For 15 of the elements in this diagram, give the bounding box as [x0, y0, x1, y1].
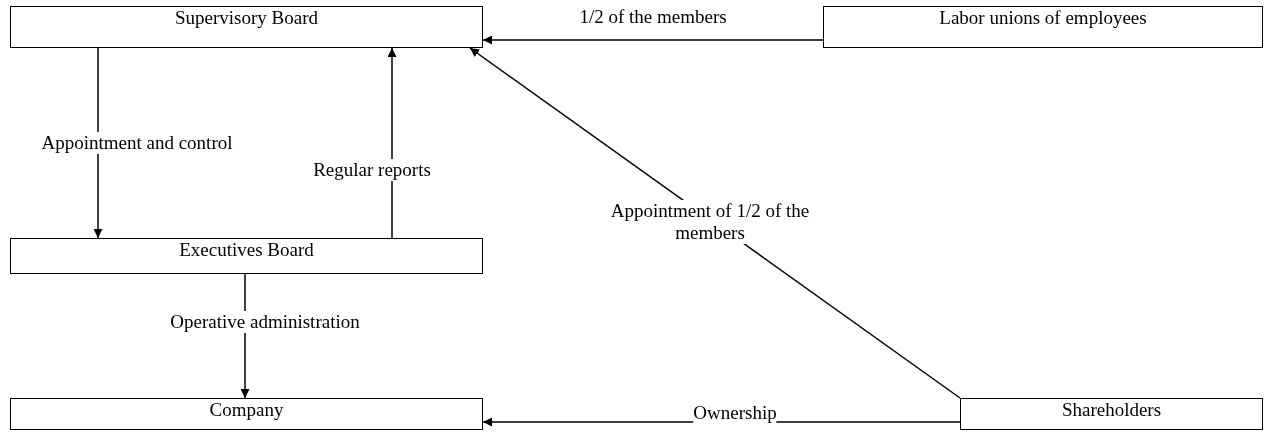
arrow — [482, 35, 824, 45]
box-label: Executives Board — [179, 240, 314, 260]
box — [10, 6, 483, 48]
box-label: Company — [209, 400, 284, 420]
box-label: Shareholders — [1061, 400, 1162, 420]
box — [823, 6, 1263, 48]
box — [10, 238, 483, 274]
edge-label: Regular reports — [313, 159, 431, 181]
box — [10, 398, 483, 430]
box-label: Supervisory Board — [175, 8, 318, 28]
edge-label: Operative administration — [170, 311, 360, 333]
arrow — [387, 47, 397, 239]
box — [960, 398, 1263, 430]
edge-label: Appointment and control — [41, 132, 233, 154]
box-label: Labor unions of employees — [939, 8, 1147, 28]
